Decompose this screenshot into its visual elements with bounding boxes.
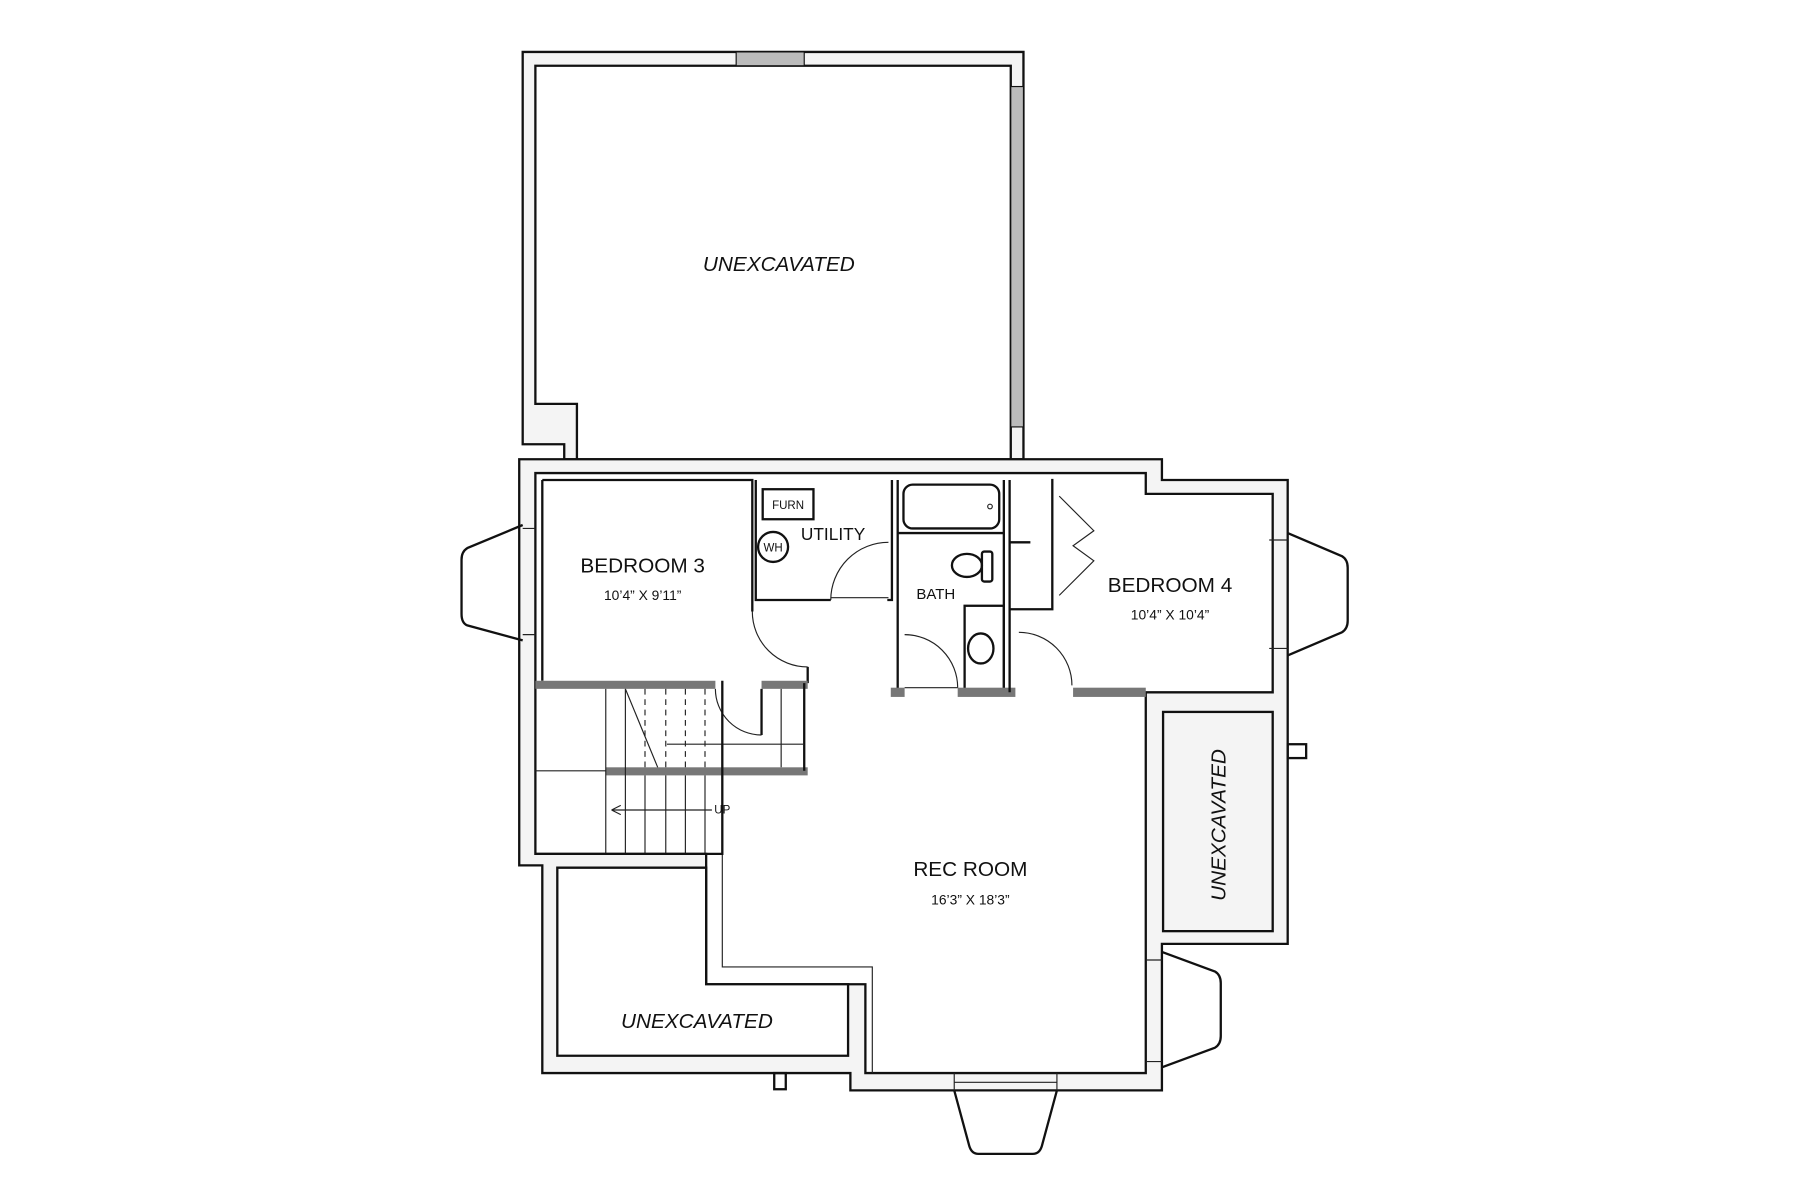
bathtub <box>902 483 1001 530</box>
bedroom-4-size: 10’4” X 10’4” <box>1131 607 1210 623</box>
rec-room: REC ROOM 16’3” X 18’3” <box>913 858 1027 908</box>
unexcavated-top-label: UNEXCAVATED <box>703 253 855 276</box>
window-hatch <box>735 51 805 67</box>
bay-window-bottom <box>953 1090 1059 1155</box>
sink <box>966 632 995 665</box>
furnace-box <box>761 488 815 521</box>
main-foundation: UNEXCAVATED UNEXCAVATED <box>518 458 1308 1092</box>
rec-room-label: REC ROOM <box>913 858 1027 881</box>
bedroom-4-label: BEDROOM 4 <box>1108 574 1233 597</box>
unexcavated-bottom-left-label: UNEXCAVATED <box>621 1010 773 1033</box>
rec-room-size: 16’3” X 18’3” <box>931 892 1010 908</box>
bay-window-left <box>460 523 524 642</box>
water-heater-label: WH <box>763 543 782 555</box>
unexcavated-right-label: UNEXCAVATED <box>1207 749 1230 901</box>
window-hatch <box>1010 85 1025 428</box>
bedroom-4: BEDROOM 4 10’4” X 10’4” <box>1008 478 1233 697</box>
right-unexcavated-area <box>1161 710 1274 933</box>
bedroom-3-size: 10’4” X 9’11” <box>604 587 682 603</box>
bedroom-3: BEDROOM 3 10’4” X 9’11” <box>541 478 809 684</box>
bedroom-3-label: BEDROOM 3 <box>580 554 705 577</box>
furnace-label: FURN <box>772 500 804 512</box>
stair-arrow-icon <box>611 804 712 816</box>
utility-label: UTILITY <box>801 524 866 544</box>
bay-window-rec-room <box>1161 950 1222 1069</box>
water-heater <box>756 530 790 564</box>
bottom-left-unexcavated-area <box>556 866 850 1057</box>
utility-room: FURN WH UTILITY <box>754 479 894 602</box>
bay-window-right <box>1287 532 1349 657</box>
stairs: UP <box>535 680 808 855</box>
bathroom: BATH <box>890 479 1016 697</box>
bath-label: BATH <box>916 586 955 603</box>
top-unexcavated-area: UNEXCAVATED <box>521 50 1025 461</box>
bay-windows <box>460 523 1349 1155</box>
